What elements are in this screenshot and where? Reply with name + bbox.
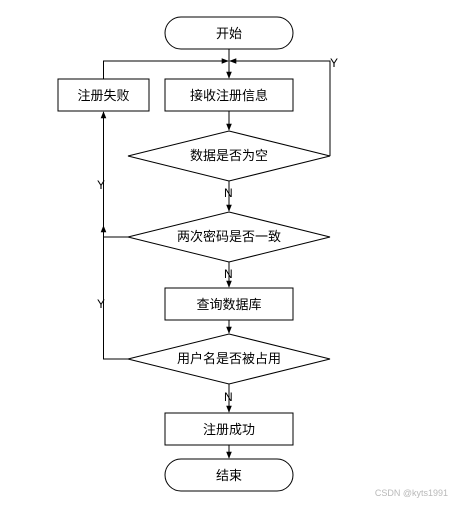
label-n-username: N: [224, 390, 233, 404]
label-y-empty: Y: [330, 56, 338, 70]
start-label: 开始: [216, 27, 242, 42]
label-n-empty: N: [224, 186, 233, 200]
query-db-box: [164, 287, 294, 321]
register-success-box: [164, 412, 294, 446]
loop-fail-to-top: [103, 58, 229, 79]
loop-empty-yes: [229, 58, 331, 156]
query-db-label: 查询数据库: [196, 297, 261, 313]
decision-data-empty-label: 数据是否为空: [190, 149, 268, 164]
line-username-yes: [100, 225, 128, 360]
decision-password-match-label: 两次密码是否一致: [177, 229, 281, 245]
label-y-username: Y: [97, 297, 105, 311]
label-n-password: N: [224, 267, 233, 281]
watermark: CSDN @kyts1991: [374, 488, 448, 498]
receive-info-box: [164, 78, 294, 112]
line-password-yes-to-fail: [100, 111, 128, 238]
label-y-password: Y: [97, 178, 105, 192]
receive-info-label: 接收注册信息: [190, 88, 268, 104]
end-terminal: [164, 458, 294, 492]
register-fail-label: 注册失败: [77, 89, 129, 104]
decision-username-taken-label: 用户名是否被占用: [177, 351, 281, 367]
register-success-label: 注册成功: [203, 423, 255, 438]
end-label: 结束: [216, 469, 242, 484]
